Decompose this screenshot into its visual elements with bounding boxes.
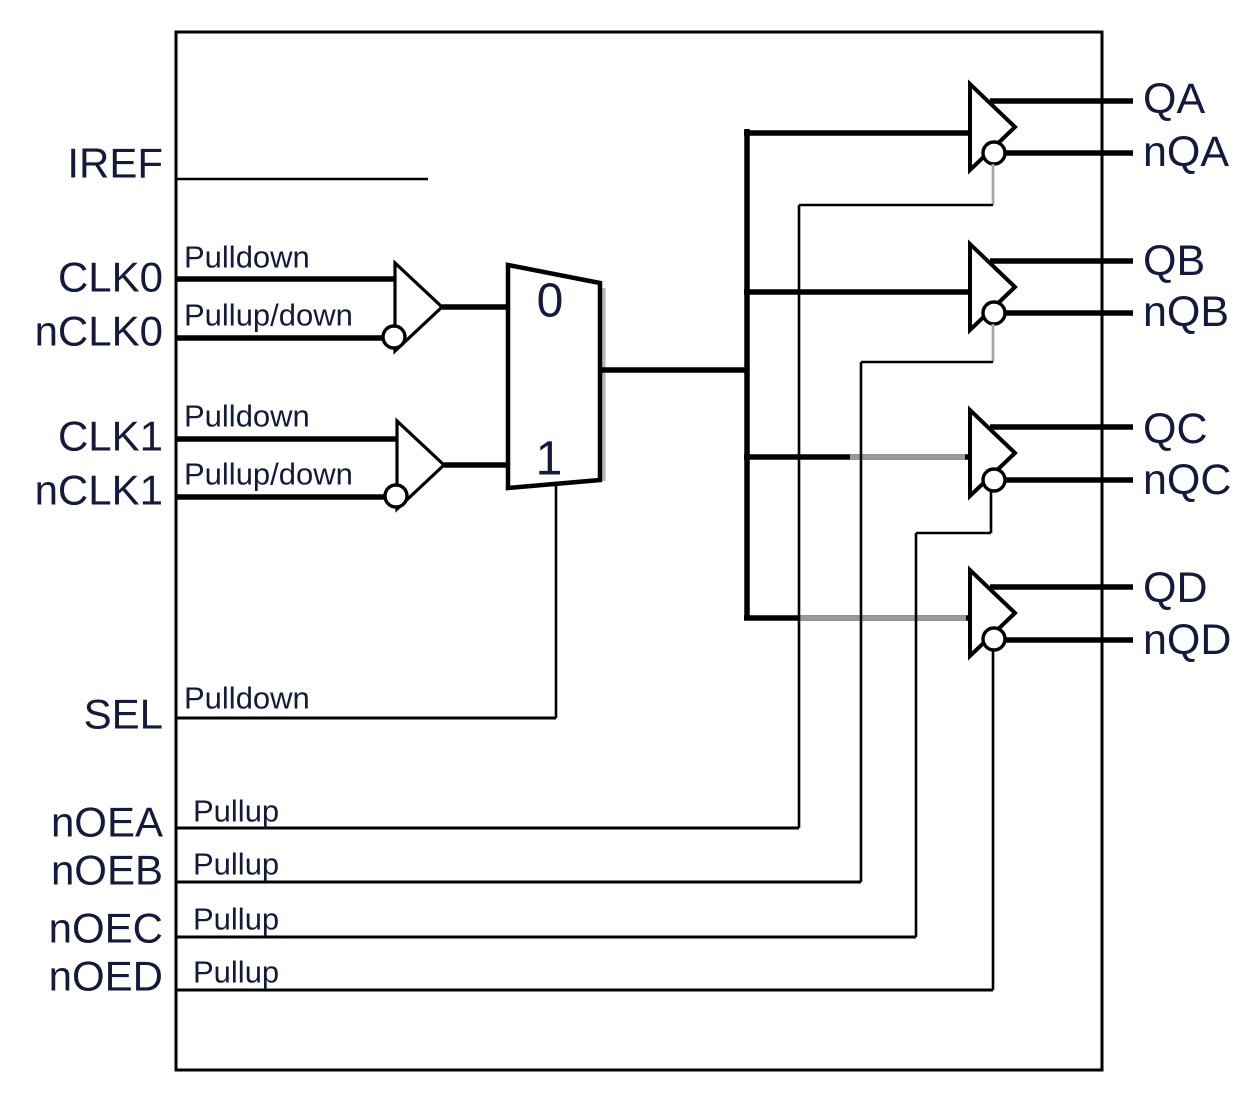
port-label-noea: nOEA xyxy=(51,799,163,846)
port-label-noec: nOEC xyxy=(49,905,163,952)
inverting-bubble-nclk0 xyxy=(381,324,407,350)
port-label-qb: QB xyxy=(1143,237,1205,285)
chip-outline xyxy=(174,30,1104,1072)
pull-label-sel: Pulldown xyxy=(184,681,310,716)
clock-select-mux xyxy=(505,262,603,491)
inverting-bubble-nqd xyxy=(981,626,1007,652)
inverting-bubble-nclk1 xyxy=(383,483,409,509)
input-buffer-clk0 xyxy=(393,259,445,355)
pull-label-clk1: Pulldown xyxy=(184,399,310,434)
inverting-bubble-nqa xyxy=(981,140,1007,166)
pull-label-clk0: Pulldown xyxy=(184,240,310,275)
port-label-nclk0: nCLK0 xyxy=(35,308,163,355)
inverting-bubble-nqc xyxy=(981,467,1007,493)
pull-label-nclk0: Pullup/down xyxy=(184,298,353,333)
port-label-qd: QD xyxy=(1143,564,1208,612)
port-label-clk0: CLK0 xyxy=(58,254,163,301)
port-label-noed: nOED xyxy=(49,953,163,1000)
port-label-clk1: CLK1 xyxy=(58,413,163,460)
port-label-nqd: nQD xyxy=(1143,616,1231,664)
port-label-qc: QC xyxy=(1143,405,1208,453)
port-label-iref: IREF xyxy=(67,140,163,187)
pull-label-noeb: Pullup xyxy=(193,847,279,882)
port-label-sel: SEL xyxy=(84,691,163,738)
mux-input0-label: 0 xyxy=(537,275,564,328)
inverting-bubble-nqb xyxy=(981,300,1007,326)
port-label-nqb: nQB xyxy=(1143,288,1229,336)
pull-label-noed: Pullup xyxy=(193,955,279,990)
pull-label-nclk1: Pullup/down xyxy=(184,457,353,492)
pull-label-noec: Pullup xyxy=(193,902,279,937)
mux-input1-label: 1 xyxy=(536,433,563,486)
input-buffer-clk1 xyxy=(395,417,447,513)
pull-label-noea: Pullup xyxy=(193,794,279,829)
port-label-nqa: nQA xyxy=(1143,128,1229,176)
port-label-nclk1: nCLK1 xyxy=(35,467,163,514)
port-label-noeb: nOEB xyxy=(51,847,163,894)
port-label-qa: QA xyxy=(1143,75,1205,123)
port-label-nqc: nQC xyxy=(1143,456,1231,504)
